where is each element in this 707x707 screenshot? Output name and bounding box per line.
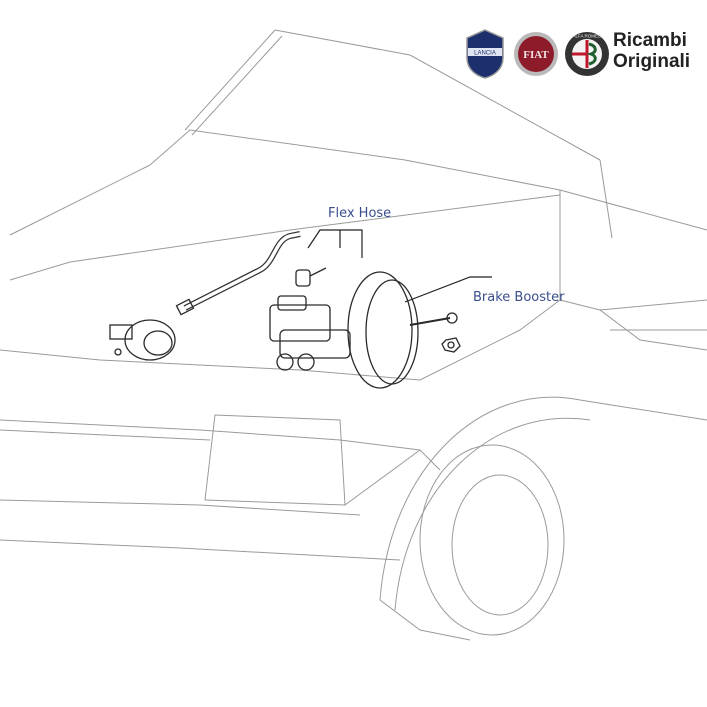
- a-pillar: [599, 159, 613, 239]
- reservoir: [269, 304, 331, 342]
- hose-fitting: [175, 298, 195, 316]
- side-sill: [579, 399, 707, 421]
- headlight: [204, 414, 346, 506]
- flex-hose: [183, 231, 301, 311]
- windshield-line-2: [191, 35, 283, 136]
- flex-hose-label: Flex Hose: [328, 206, 392, 221]
- fender-line: [559, 299, 707, 351]
- booster-rim: [365, 279, 419, 385]
- port-2: [297, 353, 315, 371]
- hose-clamp: [295, 269, 311, 287]
- booster-leader: [404, 276, 492, 303]
- port-1: [276, 353, 294, 371]
- windshield-line: [184, 29, 276, 131]
- brake-booster-label: Brake Booster: [473, 290, 565, 305]
- reservoir-cap: [277, 295, 307, 311]
- side-body-line-2: [599, 299, 707, 311]
- clamp-screw: [309, 267, 327, 277]
- nut-hole: [447, 341, 455, 349]
- booster-shell: [347, 271, 413, 389]
- booster-pushrod: [409, 317, 451, 326]
- wheel-arch-inner: [394, 417, 591, 611]
- master-cylinder: [279, 329, 351, 359]
- fiat-logo: FIAT: [514, 32, 558, 76]
- pump-bolt: [114, 348, 122, 356]
- wheel-outer: [419, 444, 565, 636]
- hood-front-edge: [0, 329, 521, 381]
- lancia-logo: LANCIA: [466, 29, 504, 79]
- flex-hose-inner: [184, 232, 301, 310]
- fender-front: [344, 449, 441, 506]
- pump-mount: [109, 324, 133, 340]
- bumper-lower: [0, 499, 361, 516]
- grille-top: [0, 429, 211, 441]
- roof-line: [274, 29, 601, 161]
- hood-side-edge: [519, 190, 561, 331]
- wheel-arch: [379, 396, 581, 601]
- alfa-romeo-logo: ALFA ROMEO: [565, 32, 609, 76]
- pushrod-clevis: [446, 312, 458, 324]
- booster-nut: [441, 337, 461, 353]
- bumper-bottom: [0, 539, 401, 561]
- fender-edge: [379, 599, 471, 641]
- hood-crease: [9, 194, 561, 281]
- wheel-hub: [451, 474, 549, 616]
- brand-line-1: Ricambi: [613, 30, 687, 51]
- pump-face: [143, 330, 173, 356]
- flex-hose-leader: [307, 229, 363, 258]
- bumper-top: [0, 419, 421, 451]
- lancia-logo-text: LANCIA: [474, 51, 496, 57]
- alfa-romeo-logo-text: ALFA ROMEO: [572, 34, 602, 39]
- pump-body: [124, 319, 176, 361]
- fiat-logo-text: FIAT: [523, 49, 549, 61]
- hood-rear-edge: [9, 164, 151, 236]
- hood-top-edge: [149, 129, 561, 191]
- side-body-line: [559, 189, 707, 231]
- brand-line-2: Originali: [613, 51, 691, 72]
- brand-wordmark: Ricambi Originali: [613, 30, 690, 72]
